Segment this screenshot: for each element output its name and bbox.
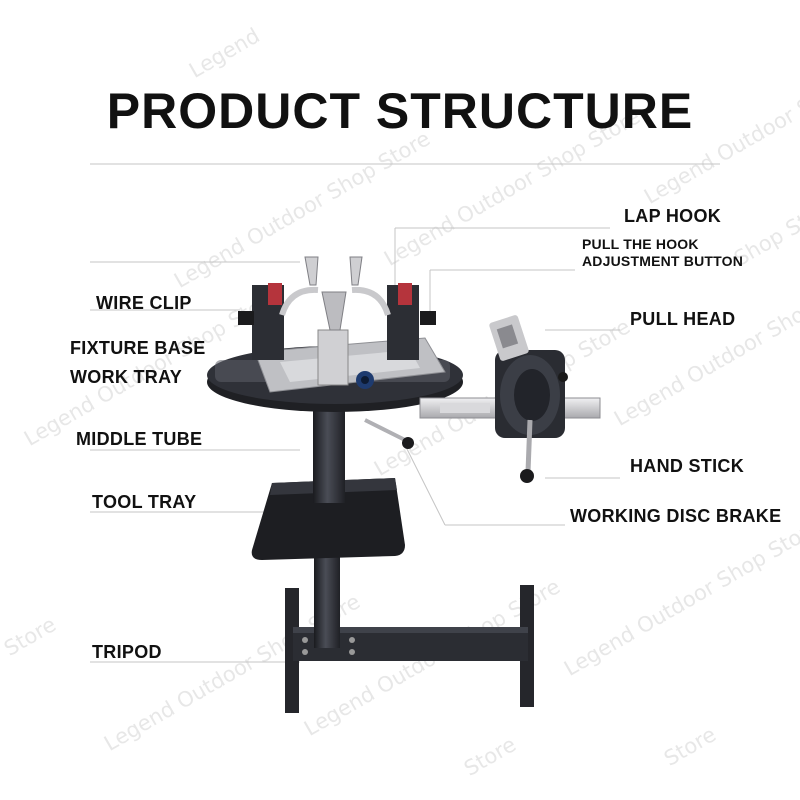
leader-lines bbox=[90, 163, 720, 663]
label-middle-tube: MIDDLE TUBE bbox=[76, 429, 203, 449]
disc-brake-crank bbox=[364, 418, 414, 449]
left-clamp bbox=[238, 283, 284, 360]
label-pull-hook-button-line1: PULL THE HOOK bbox=[582, 236, 699, 252]
right-clamp bbox=[387, 283, 436, 360]
hand-stick bbox=[520, 419, 534, 483]
lower-column bbox=[314, 548, 340, 648]
label-lap-hook: LAP HOOK bbox=[624, 206, 722, 226]
label-pull-hook-button-line2: ADJUSTMENT BUTTON bbox=[582, 253, 744, 269]
label-fixture-base: FIXTURE BASE bbox=[70, 338, 206, 358]
label-wire-clip: WIRE CLIP bbox=[96, 293, 192, 313]
middle-tube bbox=[313, 408, 345, 503]
label-tool-tray: TOOL TRAY bbox=[92, 492, 197, 512]
page-title: PRODUCT STRUCTURE bbox=[106, 83, 694, 139]
label-hand-stick: HAND STICK bbox=[630, 456, 744, 476]
wire-clips bbox=[304, 256, 363, 331]
label-pull-head: PULL HEAD bbox=[630, 309, 736, 329]
label-work-tray: WORK TRAY bbox=[70, 367, 183, 387]
frame-arms bbox=[279, 286, 391, 316]
label-tripod: TRIPOD bbox=[92, 642, 162, 662]
pull-head-unit bbox=[489, 315, 568, 438]
label-working-disc-brake: WORKING DISC BRAKE bbox=[570, 506, 782, 526]
